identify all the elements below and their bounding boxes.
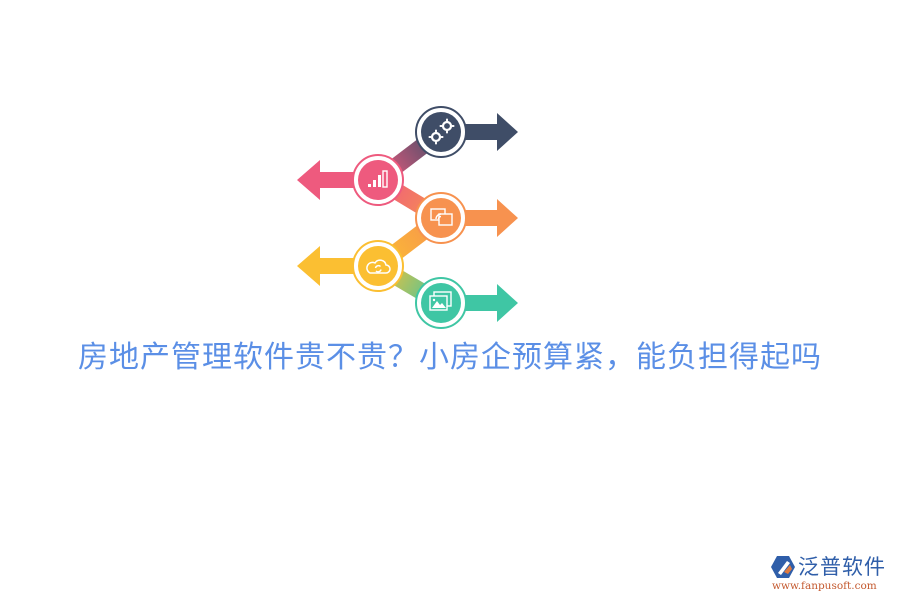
arrow-step-1 [441,113,518,151]
brand-url: www.fanpusoft.com [772,580,877,592]
step-1-node [415,106,467,158]
image-gallery-icon [429,291,452,311]
arrow-step-4 [297,246,378,286]
arrow-step-5 [441,284,518,322]
cloud-sync-icon [366,259,391,274]
gears-icon [428,118,455,145]
fanpu-logo-icon [771,556,795,578]
brand-logo: 泛普软件 www.fanpusoft.com [768,553,896,593]
page-title: 房地产管理软件贵不贵？小房企预算紧，能负担得起吗 [78,340,822,375]
step-4-node [352,240,404,292]
screen-cast-icon [430,208,453,226]
arrow-step-2 [297,160,378,200]
brand-name: 泛普软件 [798,555,886,579]
step-5-node [415,277,467,329]
step-3-node [415,192,467,244]
step-2-node [352,154,404,206]
bar-chart-icon [368,170,388,188]
arrow-step-3 [441,199,518,237]
